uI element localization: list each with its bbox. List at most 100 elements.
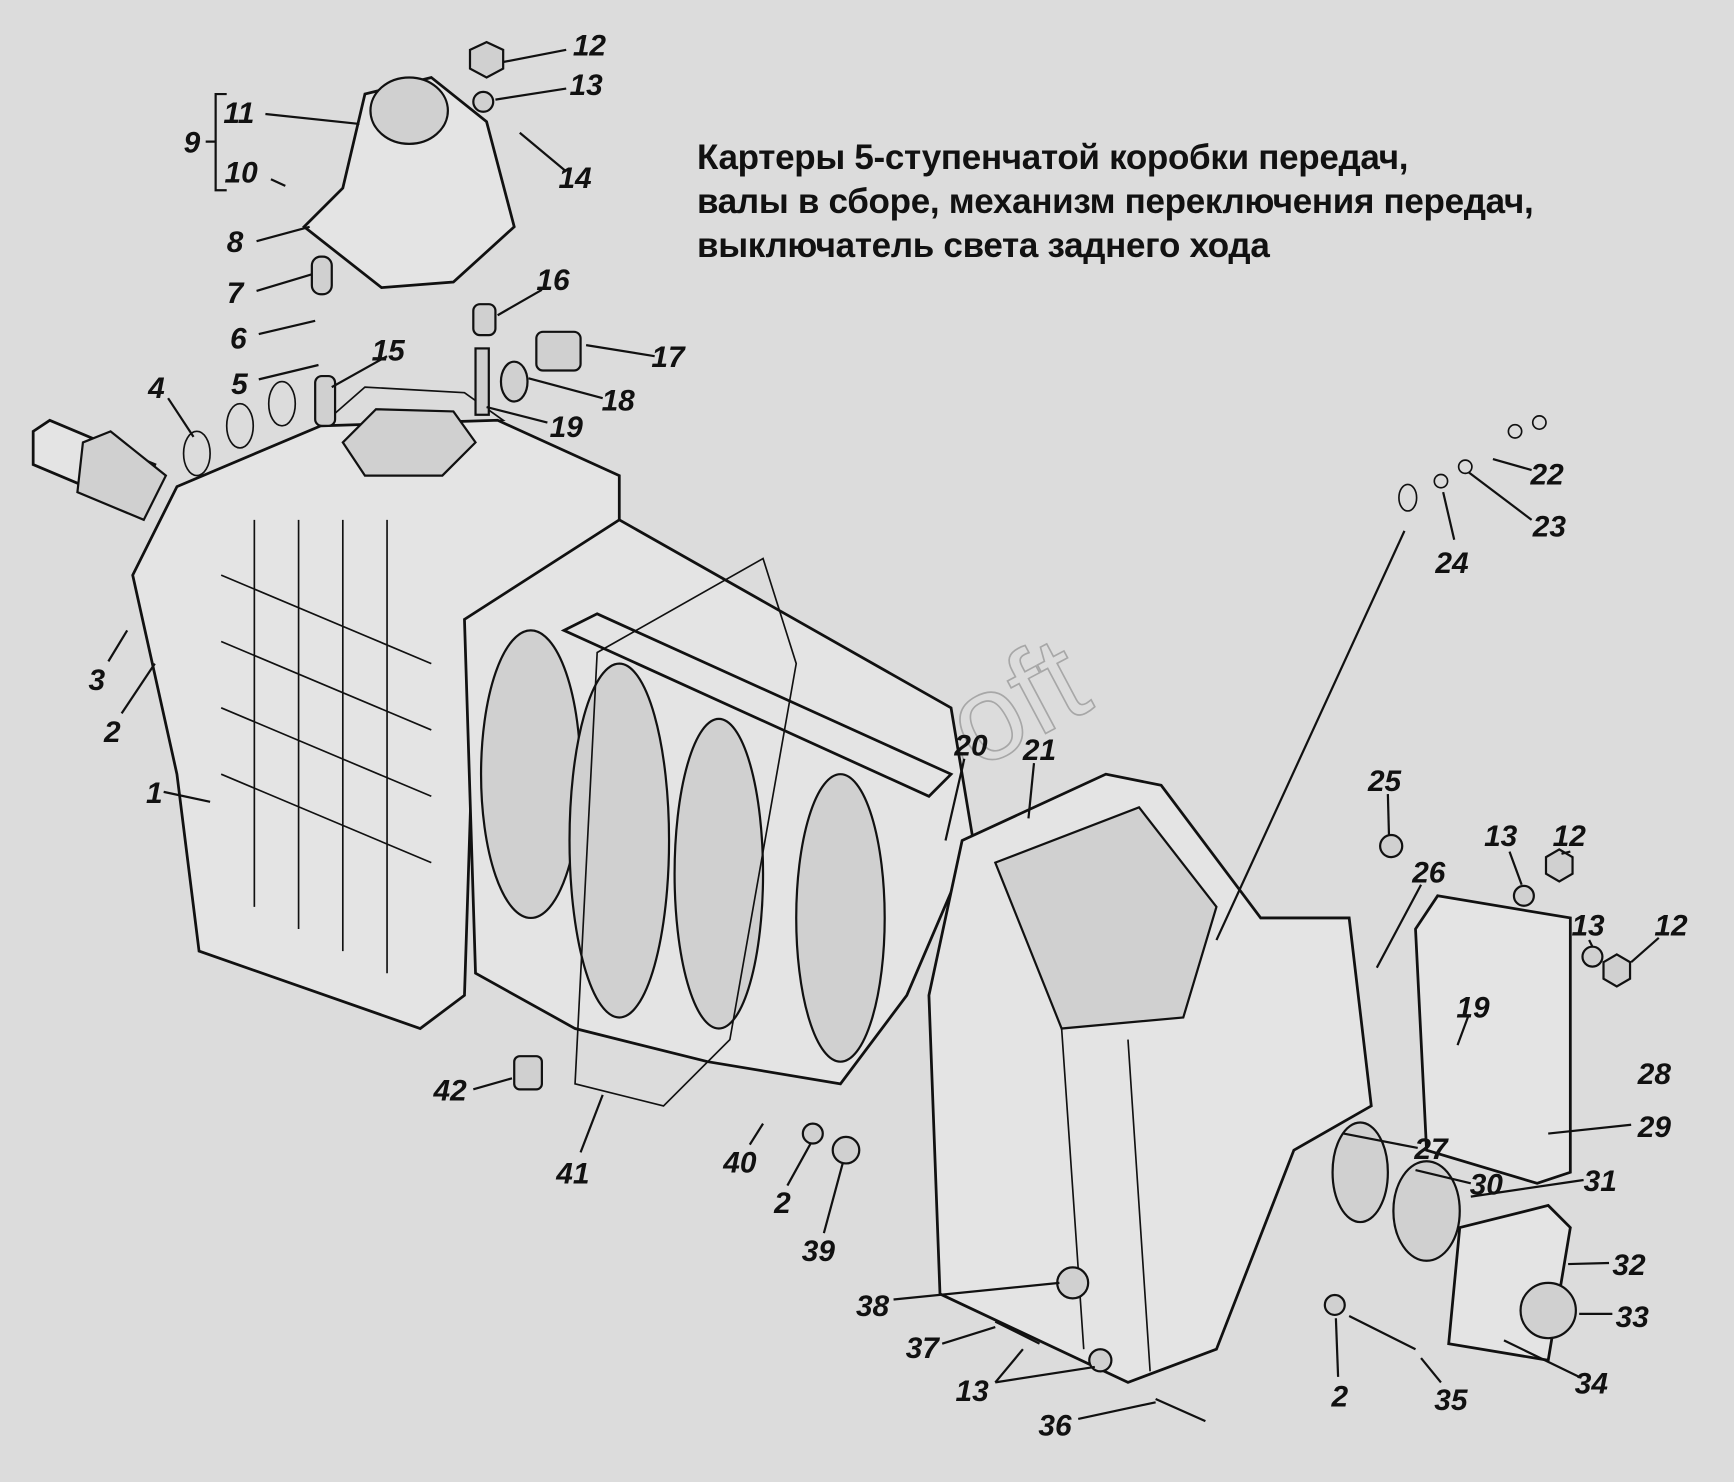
- leader-line: [163, 790, 211, 803]
- callout-12: 12: [1654, 910, 1688, 943]
- front-housing: [131, 386, 621, 1031]
- leader-lines: [107, 48, 1660, 1420]
- leader-line: [1588, 939, 1594, 948]
- leader-line: [1492, 457, 1532, 472]
- leader-line: [1027, 763, 1036, 819]
- callout-2: 2: [1330, 1381, 1348, 1414]
- leader-line: [1375, 884, 1423, 969]
- leader-line: [1568, 1261, 1610, 1266]
- callout-28: 28: [1637, 1058, 1672, 1091]
- callout-39: 39: [802, 1235, 836, 1268]
- leader-line: [1548, 1123, 1632, 1135]
- callout-7: 7: [227, 277, 245, 310]
- leader-line: [331, 355, 388, 389]
- input-shaft: [31, 418, 168, 522]
- leader-line: [822, 1163, 844, 1234]
- callout-12: 12: [1553, 820, 1587, 853]
- leader-line: [502, 48, 567, 64]
- title-line-3: выключатель света заднего хода: [697, 226, 1270, 265]
- callout-32: 32: [1612, 1249, 1646, 1282]
- callout-3: 3: [88, 664, 105, 697]
- callout-36: 36: [1038, 1409, 1072, 1442]
- callout-5: 5: [231, 368, 248, 401]
- group-bracket: [205, 92, 227, 192]
- leader-line: [495, 87, 567, 101]
- leader-line: [1077, 1401, 1156, 1420]
- small-parts: [182, 40, 1632, 1423]
- callout-22: 22: [1530, 458, 1565, 491]
- leader-line: [270, 178, 286, 187]
- callout-23: 23: [1532, 510, 1567, 543]
- leader-line: [1386, 794, 1391, 836]
- callout-4: 4: [147, 372, 165, 405]
- title-line-2: валы в сборе, механизм переключения пере…: [697, 182, 1534, 221]
- leader-line: [1470, 1178, 1584, 1198]
- leader-line: [486, 405, 548, 424]
- leader-line: [528, 377, 603, 400]
- leader-line: [1467, 471, 1533, 521]
- callout-34: 34: [1575, 1367, 1609, 1400]
- leader-line: [1508, 851, 1523, 886]
- callout-18: 18: [602, 384, 636, 417]
- callout-12: 12: [573, 29, 607, 62]
- callout-24: 24: [1434, 547, 1469, 580]
- callout-14: 14: [558, 162, 592, 195]
- leader-line: [748, 1123, 764, 1146]
- output-flange: [1331, 1121, 1577, 1362]
- callout-35: 35: [1434, 1384, 1468, 1417]
- leader-line: [258, 319, 316, 336]
- callout-15: 15: [372, 335, 406, 368]
- leader-line: [519, 131, 567, 173]
- leader-line: [786, 1143, 812, 1187]
- callout-21: 21: [1022, 734, 1056, 767]
- callout-19: 19: [1456, 991, 1490, 1024]
- leader-line: [256, 225, 310, 243]
- callout-13: 13: [1571, 910, 1605, 943]
- callout-29: 29: [1637, 1111, 1672, 1144]
- leader-line: [941, 1326, 996, 1345]
- leader-line: [944, 758, 966, 841]
- leader-line: [1630, 937, 1660, 964]
- leader-line: [256, 273, 313, 292]
- leader-line: [265, 112, 360, 126]
- shift-cover: [302, 75, 516, 290]
- callout-10: 10: [224, 157, 258, 190]
- callout-20: 20: [953, 729, 988, 762]
- callout-17: 17: [651, 341, 686, 374]
- callout-16: 16: [536, 264, 570, 297]
- callout-6: 6: [230, 322, 247, 355]
- leader-line: [497, 288, 543, 317]
- leader-line: [1415, 1169, 1472, 1185]
- callout-37: 37: [906, 1332, 941, 1365]
- leader-line: [585, 344, 655, 358]
- leader-line: [893, 1281, 1060, 1301]
- callout-19: 19: [550, 411, 584, 444]
- leader-line: [1561, 850, 1571, 855]
- callout-31: 31: [1584, 1165, 1617, 1198]
- leader-line: [1420, 1357, 1442, 1384]
- leader-line: [107, 629, 129, 662]
- leader-line: [1503, 1339, 1580, 1378]
- leader-line: [120, 662, 156, 714]
- callout-1: 1: [146, 777, 163, 810]
- rear-cover: [1414, 894, 1572, 1185]
- callout-33: 33: [1616, 1301, 1650, 1334]
- callout-42: 42: [432, 1074, 467, 1107]
- leader-line: [1343, 1132, 1418, 1150]
- callout-13: 13: [570, 69, 604, 102]
- leader-line: [994, 1348, 1024, 1384]
- callout-41: 41: [555, 1157, 589, 1190]
- rear-housing: [927, 772, 1373, 1384]
- leader-line: [167, 397, 195, 438]
- leader-line: [579, 1094, 604, 1153]
- callout-25: 25: [1367, 765, 1402, 798]
- callout-13: 13: [1484, 820, 1518, 853]
- leader-line: [1334, 1318, 1340, 1377]
- callout-9: 9: [184, 127, 201, 160]
- gear-cluster: [463, 518, 975, 1086]
- callout-8: 8: [227, 226, 244, 259]
- leader-line: [995, 1365, 1095, 1384]
